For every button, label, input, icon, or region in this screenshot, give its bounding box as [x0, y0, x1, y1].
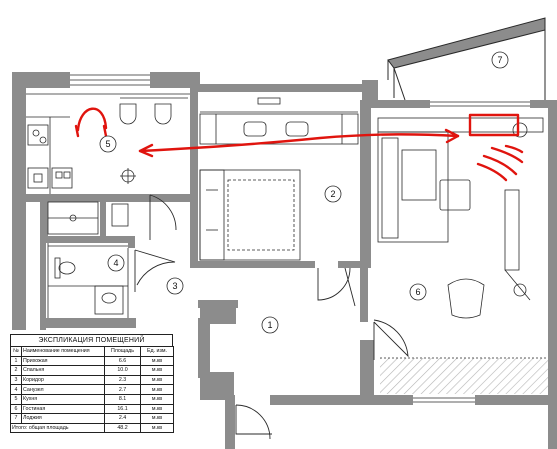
loggia [387, 17, 546, 101]
total-area: 48.2 [104, 422, 141, 434]
total-label: Итого: общая площадь [10, 422, 105, 434]
doors [134, 194, 409, 440]
svg-text:2: 2 [330, 189, 335, 199]
room-label-2: 2 [324, 185, 342, 203]
svg-text:5: 5 [105, 139, 110, 149]
table-row: 4 Санузел 2.7 м.кв [10, 384, 174, 395]
table-row: 1 Прихожая 6.6 м.кв [10, 355, 174, 367]
table-row: 3 Коридор 2.3 м.кв [10, 374, 174, 386]
room-label-1: 1 [261, 316, 279, 334]
room-label-3: 3 [166, 277, 184, 295]
svg-text:7: 7 [497, 55, 502, 65]
explication-header-row: № Наименование помещения Площадь Ед. изм… [10, 346, 174, 357]
header-name: Наименование помещения [21, 346, 105, 357]
header-number: № [10, 346, 22, 357]
room-label-7: 7 [491, 51, 509, 69]
table-row: 7 Лоджия 2.4 м.кв [10, 413, 174, 424]
svg-text:3: 3 [172, 281, 177, 291]
bathroom-fixtures [47, 201, 129, 318]
table-row: 2 Спальня 10.0 м.кв [10, 365, 174, 376]
svg-text:4: 4 [113, 258, 118, 268]
explication-title: ЭКСПЛИКАЦИЯ ПОМЕЩЕНИЙ [10, 334, 173, 346]
table-row: 5 Кухня 8.1 м.кв [10, 393, 174, 405]
room-label-4: 4 [107, 254, 125, 272]
svg-text:1: 1 [267, 320, 272, 330]
kitchen-furniture [26, 93, 190, 194]
header-unit: Ед. изм. [140, 346, 174, 357]
windows [70, 74, 530, 403]
table-total-row: Итого: общая площадь 48.2 м.кв [10, 422, 174, 434]
living-furniture [377, 117, 548, 394]
total-unit: м.кв [140, 422, 174, 434]
walls [12, 72, 557, 449]
header-area: Площадь [104, 346, 141, 357]
red-annotation [74, 107, 524, 182]
room-labels: 1 2 3 4 5 6 7 [99, 51, 509, 334]
table-row: 6 Гостиная 16.1 м.кв [10, 403, 174, 415]
explication-table: ЭКСПЛИКАЦИЯ ПОМЕЩЕНИЙ № Наименование пом… [10, 334, 174, 434]
bedroom-furniture [199, 97, 359, 261]
room-label-5: 5 [99, 135, 117, 153]
svg-text:6: 6 [415, 287, 420, 297]
room-label-6: 6 [409, 283, 427, 301]
